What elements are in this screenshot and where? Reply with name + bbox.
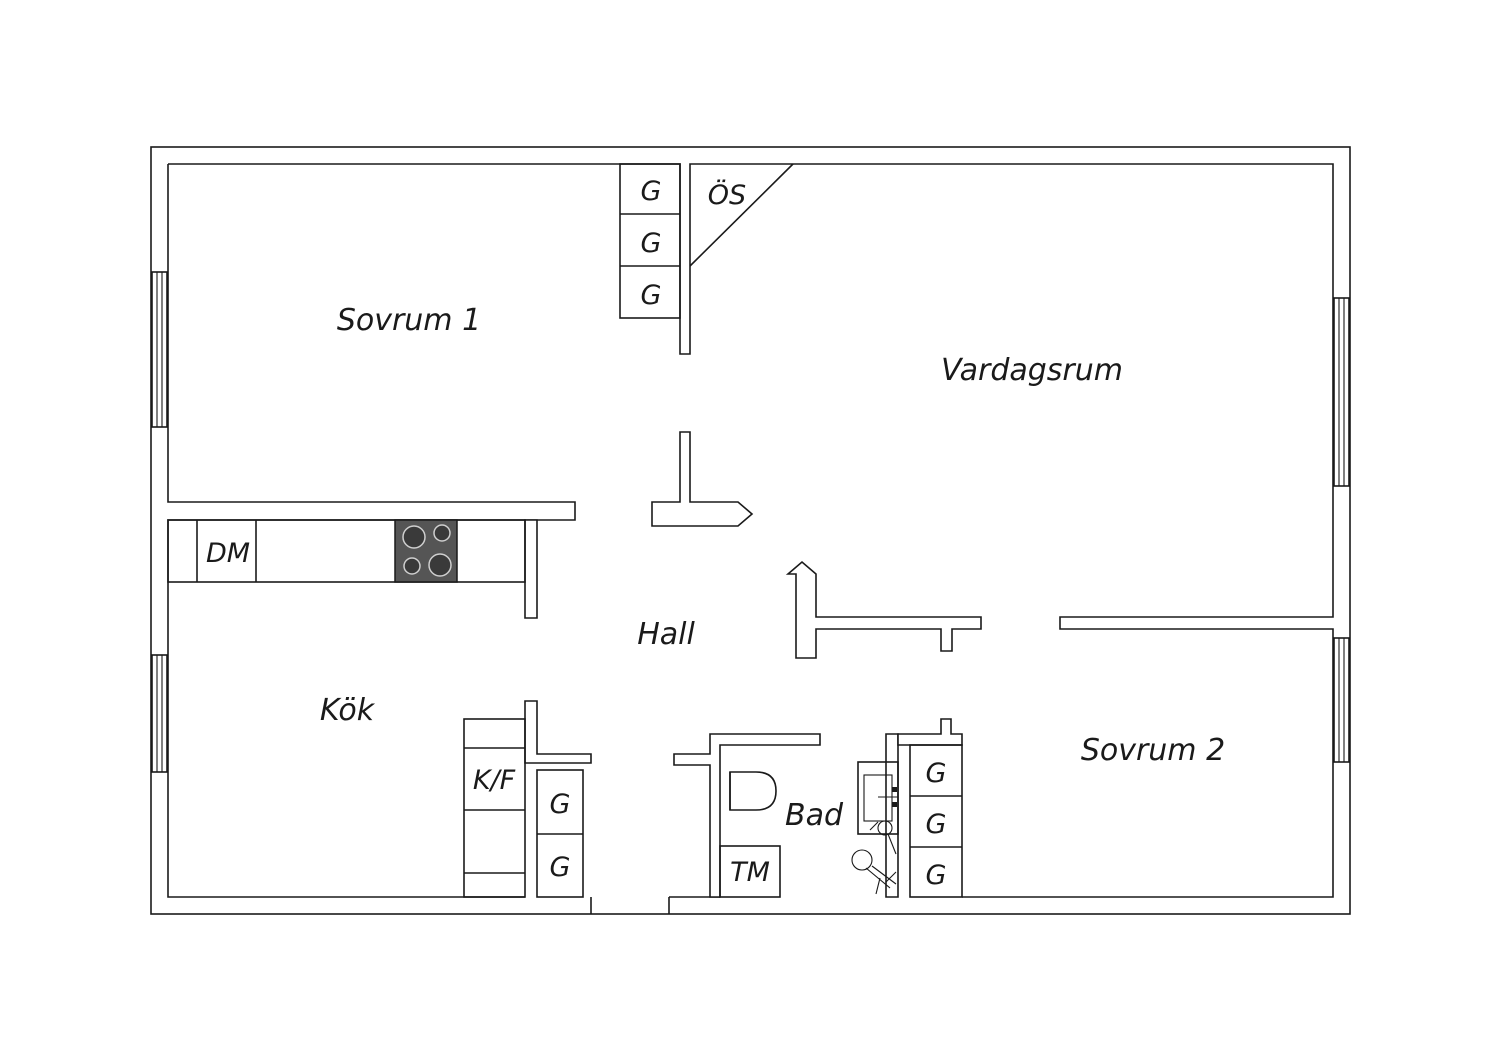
dishwasher-label: DM	[206, 538, 250, 569]
window-sovrum1	[151, 271, 168, 428]
wardrobes-sovrum1: G G G	[619, 163, 681, 319]
burner	[428, 553, 452, 577]
wardrobe-label: G	[926, 860, 947, 891]
burner	[402, 525, 426, 549]
room-label-vardagsrum: Vardagsrum	[941, 353, 1123, 388]
wardrobe-label: G	[550, 789, 571, 820]
wardrobe-label: G	[641, 280, 662, 311]
toilet	[729, 771, 777, 811]
open-shelf: ÖS	[689, 163, 794, 267]
wardrobe-label: G	[641, 228, 662, 259]
room-label-sovrum2: Sovrum 2	[1081, 733, 1225, 768]
window-vardagsrum	[1333, 297, 1350, 487]
burner	[433, 524, 451, 542]
open-shelf-label: ÖS	[708, 179, 746, 211]
wardrobes-hall: G G	[536, 769, 584, 898]
sink	[857, 761, 899, 835]
fridge-freezer: K/F	[463, 718, 526, 898]
wardrobe-label: G	[550, 852, 571, 883]
washing-machine: TM	[719, 845, 781, 898]
dishwasher: DM	[206, 538, 250, 569]
fridge-freezer-label: K/F	[473, 765, 516, 796]
kitchen-counter	[167, 519, 526, 583]
room-label-kok: Kök	[320, 693, 376, 728]
windows	[151, 271, 1350, 773]
burner	[403, 557, 421, 575]
room-label-bad: Bad	[785, 798, 844, 833]
room-label-hall: Hall	[637, 617, 695, 652]
washing-machine-label: TM	[730, 857, 770, 888]
wardrobe-label: G	[641, 176, 662, 207]
wardrobe-label: G	[926, 809, 947, 840]
room-labels: Sovrum 1 Vardagsrum Hall Kök Bad Sovrum …	[320, 303, 1225, 833]
wardrobes-sovrum2: G G G	[909, 744, 963, 898]
wardrobe-label: G	[926, 758, 947, 789]
shower	[851, 820, 897, 895]
interior-walls	[524, 431, 982, 898]
stove	[394, 519, 458, 583]
window-kok	[151, 654, 168, 773]
outer-walls	[150, 146, 1351, 915]
room-label-sovrum1: Sovrum 1	[337, 303, 481, 338]
window-sovrum2	[1333, 637, 1350, 763]
